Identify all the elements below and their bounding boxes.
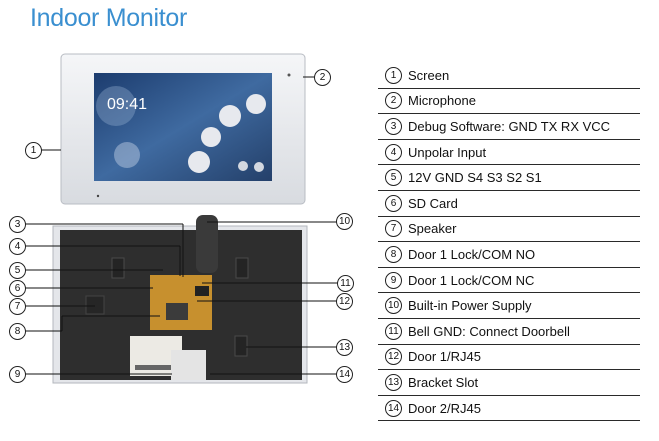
legend-row: 6 SD Card — [378, 191, 640, 217]
legend-number: 3 — [385, 117, 402, 135]
legend-label: Bracket Slot — [408, 374, 479, 390]
front-view — [60, 53, 306, 205]
legend-row: 1 Screen — [378, 63, 640, 89]
legend-label: Door 2/RJ45 — [408, 400, 481, 416]
legend-label: SD Card — [408, 195, 458, 211]
app-icon-monitor — [219, 105, 241, 127]
clock-widget — [96, 86, 136, 126]
front-led — [96, 194, 100, 198]
legend-number: 7 — [385, 220, 402, 238]
callout-2: 2 — [314, 69, 331, 86]
legend-label: Door 1 Lock/COM NO — [408, 246, 536, 262]
bracket-slot-2 — [235, 257, 249, 279]
callout-8: 8 — [9, 323, 26, 340]
callout-7: 7 — [9, 298, 26, 315]
legend-table: 1 Screen 2 Microphone 3 Debug Software: GND… — [378, 63, 640, 422]
bracket-slot-3 — [234, 335, 248, 357]
legend-row: 10 Built-in Power Supply — [378, 293, 640, 319]
leader-lines — [24, 76, 339, 375]
legend-row: 11 Bell GND: Connect Doorbell — [378, 319, 640, 345]
legend-row: 3 Debug Software: GND TX RX VCC — [378, 114, 640, 140]
legend-label: 12V GND S4 S3 S2 S1 — [408, 170, 542, 186]
legend-row: 2 Microphone — [378, 89, 640, 115]
legend-row: 7 Speaker — [378, 217, 640, 243]
speaker-grille — [85, 295, 105, 315]
screen-clock: 09:41 — [107, 96, 148, 113]
rj45-port — [171, 350, 206, 380]
callout-14: 14 — [336, 366, 353, 383]
callout-5: 5 — [9, 262, 26, 279]
legend-row: 8 Door 1 Lock/COM NO — [378, 242, 640, 268]
callout-3: 3 — [9, 216, 26, 233]
legend-label: Speaker — [408, 221, 457, 237]
callout-4: 4 — [9, 238, 26, 255]
legend-row: 13 Bracket Slot — [378, 370, 640, 396]
legend-number: 12 — [385, 348, 402, 366]
barcode — [135, 365, 175, 370]
legend-label: Built-in Power Supply — [408, 298, 532, 314]
bracket-slot-1 — [111, 257, 125, 279]
legend-label: Debug Software: GND TX RX VCC — [408, 118, 611, 134]
callout-9: 9 — [9, 366, 26, 383]
pcb-chip — [195, 286, 209, 296]
legend-row: 5 12V GND S4 S3 S2 S1 — [378, 165, 640, 191]
app-icon-small-1 — [238, 161, 248, 171]
legend-label: Door 1/RJ45 — [408, 349, 481, 365]
legend-number: 11 — [385, 322, 402, 340]
legend-number: 1 — [385, 66, 402, 84]
legend-label: Microphone — [408, 93, 476, 109]
callout-1: 1 — [25, 142, 42, 159]
diagram-title: Indoor Monitor — [30, 4, 187, 32]
legend-row: 4 Unpolar Input — [378, 140, 640, 166]
legend-number: 9 — [385, 271, 402, 289]
legend-number: 4 — [385, 143, 402, 161]
power-connector — [196, 215, 218, 273]
legend-number: 14 — [385, 399, 402, 417]
legend-row: 12 Door 1/RJ45 — [378, 345, 640, 371]
back-view — [52, 215, 308, 384]
legend-number: 10 — [385, 297, 402, 315]
legend-label: Unpolar Input — [408, 144, 487, 160]
callout-12: 12 — [336, 293, 353, 310]
date-widget — [114, 142, 140, 168]
legend-label: Door 1 Lock/COM NC — [408, 272, 535, 288]
legend-number: 2 — [385, 92, 402, 110]
pcb-board — [150, 275, 212, 330]
app-icon-message — [201, 127, 221, 147]
legend-number: 13 — [385, 373, 402, 391]
legend-row: 9 Door 1 Lock/COM NC — [378, 268, 640, 294]
legend-label: Bell GND: Connect Doorbell — [408, 323, 570, 339]
legend-row: 14 Door 2/RJ45 — [378, 396, 640, 422]
legend-number: 5 — [385, 169, 402, 187]
callout-13: 13 — [336, 339, 353, 356]
app-icon-door — [188, 151, 210, 173]
app-icon-camera — [246, 94, 266, 114]
callout-6: 6 — [9, 280, 26, 297]
legend-number: 8 — [385, 245, 402, 263]
legend-number: 6 — [385, 194, 402, 212]
legend-label: Screen — [408, 67, 450, 83]
pcb-connector — [166, 303, 188, 320]
callout-10: 10 — [336, 213, 353, 230]
callout-11: 11 — [337, 275, 354, 292]
app-icon-small-2 — [254, 162, 264, 172]
microphone-hole — [287, 73, 291, 77]
